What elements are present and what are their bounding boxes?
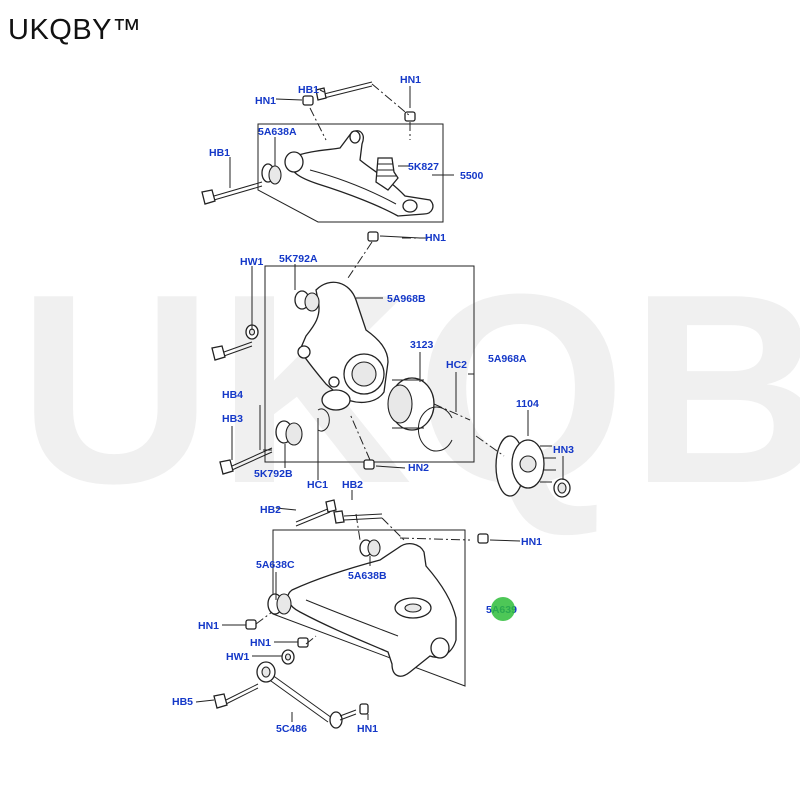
bolt-hb2-a: [295, 499, 337, 527]
label-hc2: HC2: [446, 359, 467, 371]
label-hn1-lower-mid: HN1: [250, 637, 271, 649]
label-hn3: HN3: [553, 444, 574, 456]
upper-arm-bolt-top: [315, 81, 373, 101]
label-hc1: HC1: [307, 479, 328, 491]
label-hb3: HB3: [222, 413, 243, 425]
label-hb2-b: HB2: [342, 479, 363, 491]
hub-nut: [553, 478, 571, 498]
label-5a638a: 5A638A: [258, 126, 297, 138]
steering-knuckle: [297, 281, 389, 411]
nut-hn1-lower-left: [245, 619, 257, 630]
lower-arm-bushing-c: [267, 593, 292, 615]
brand-logo: UKQBY™: [8, 14, 142, 46]
label-hb5: HB5: [172, 696, 193, 708]
label-5k827: 5K827: [408, 161, 439, 173]
washer-hw1-lower: [281, 649, 295, 665]
upper-nut-right: [404, 111, 416, 122]
lower-leader-lines: [255, 513, 471, 645]
label-hw1: HW1: [240, 256, 263, 268]
lower-arm-bushing-b: [359, 539, 381, 557]
label-hn1-lower-left: HN1: [198, 620, 219, 632]
bolt-toe-link-end: [339, 703, 369, 721]
bolt-hb5: [213, 683, 259, 709]
bolt-hb2-b: [333, 510, 383, 524]
lower-arm-group-box: [272, 529, 466, 687]
wheel-hub: [495, 435, 556, 497]
label-5500: 5500: [460, 170, 484, 182]
label-5a638b: 5A638B: [348, 570, 387, 582]
label-hn1-mid: HN1: [425, 232, 446, 244]
circlip-hc1: [317, 408, 330, 432]
label-hn1-top-left: HN1: [255, 95, 276, 107]
label-5a968a: 5A968A: [488, 353, 527, 365]
label-5a968b: 5A968B: [387, 293, 426, 305]
bolt-hb3: [219, 447, 273, 475]
nut-hn1-lower-right: [477, 533, 489, 544]
upper-control-arm: [284, 130, 434, 217]
label-hb1-top: HB1: [298, 84, 319, 96]
label-hb4: HB4: [222, 389, 243, 401]
label-5a638c: 5A638C: [256, 559, 295, 571]
label-5k792a: 5K792A: [279, 253, 318, 265]
lower-control-arm: [287, 542, 457, 677]
label-hn1-top-right: HN1: [400, 74, 421, 86]
upper-arm-bushing: [261, 163, 282, 185]
upper-arm-bolt-left: [201, 181, 263, 205]
knuckle-leader-lines: [251, 237, 505, 461]
knuckle-group-box: [264, 265, 475, 463]
nut-hn1-knuckle: [367, 231, 379, 242]
label-5k792b: 5K792B: [254, 468, 293, 480]
label-leaders: [195, 86, 564, 722]
upper-leader-lines: [309, 83, 411, 141]
wheel-bearing: [387, 377, 435, 431]
toe-link: [256, 661, 343, 729]
nut-hn1-lower-mid: [297, 637, 309, 648]
knuckle-bushing-upper: [294, 290, 320, 312]
label-hb2-a: HB2: [260, 504, 281, 516]
knuckle-bushing-lower: [275, 420, 303, 446]
label-hb1-left: HB1: [209, 147, 230, 159]
upper-nut-left: [302, 95, 314, 106]
label-hw1-lower: HW1: [226, 651, 249, 663]
label-1104: 1104: [516, 398, 539, 410]
washer-hw1: [245, 324, 259, 340]
label-3123: 3123: [410, 339, 434, 351]
highlight-marker[interactable]: [491, 597, 515, 621]
upper-arm-group-box: [257, 123, 444, 223]
label-hn1-bottom: HN1: [357, 723, 378, 735]
label-5c486: 5C486: [276, 723, 307, 735]
bump-stop: [375, 157, 399, 191]
bolt-hb4: [211, 341, 253, 361]
circlip-hc2: [417, 406, 453, 452]
label-hn1-lower-right: HN1: [521, 536, 542, 548]
label-hn2: HN2: [408, 462, 429, 474]
nut-hn2: [363, 459, 375, 470]
